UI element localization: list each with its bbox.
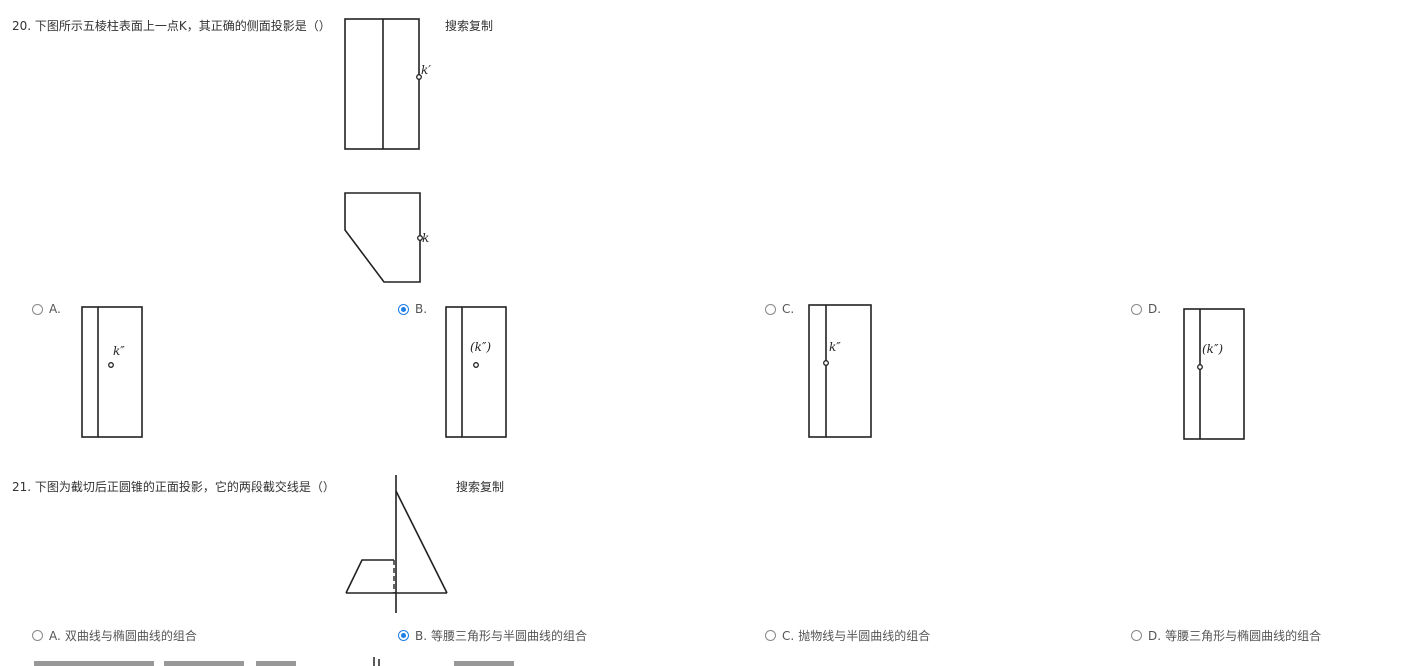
question-20-prompt: 20. 下图所示五棱柱表面上一点K，其正确的侧面投影是（） <box>12 19 331 33</box>
q20-option-b-radio[interactable] <box>398 303 409 315</box>
q20-option-c-point-label: k″ <box>829 340 841 354</box>
q20-option-d-label: D. <box>1148 302 1162 316</box>
q20-option-b-figure: (k″) <box>445 306 507 438</box>
q20-front-label: k′ <box>421 63 431 77</box>
q21-option-b-radio[interactable] <box>398 630 409 641</box>
q21-option-a-label: A. <box>49 628 61 643</box>
q20-option-c-radio[interactable] <box>765 303 776 315</box>
q20-option-b[interactable]: B. <box>398 302 427 316</box>
q20-top-point-k <box>417 235 423 241</box>
q20-top-label: k <box>422 231 429 245</box>
q20-option-a-radio[interactable] <box>32 303 43 315</box>
q20-option-a[interactable]: A. <box>32 302 61 316</box>
q21-option-a-text: 双曲线与椭圆曲线的组合 <box>64 629 197 643</box>
q21-option-d-radio[interactable] <box>1131 630 1142 641</box>
q20-option-b-label: B. <box>415 302 428 316</box>
q20-option-a-point-label: k″ <box>113 344 125 358</box>
q21-option-b-label: B. <box>415 628 428 643</box>
question-20-search-copy-button[interactable]: 搜索复制 <box>445 19 494 33</box>
q21-option-a[interactable]: A. 双曲线与椭圆曲线的组合 <box>32 627 197 644</box>
q21-option-a-radio[interactable] <box>32 630 43 641</box>
q20-option-d-point-label: (k″) <box>1202 342 1223 356</box>
q20-option-a-figure: k″ <box>81 306 143 438</box>
q20-front-view-figure: k′ <box>344 18 431 150</box>
q21-option-d[interactable]: D. 等腰三角形与椭圆曲线的组合 <box>1131 627 1321 644</box>
q20-option-d-radio[interactable] <box>1131 303 1142 315</box>
q20-option-d[interactable]: D. <box>1131 302 1161 316</box>
q21-option-c-text: 抛物线与半圆曲线的组合 <box>798 629 931 643</box>
q21-option-d-label: D. <box>1148 628 1162 643</box>
q21-option-b[interactable]: B. 等腰三角形与半圆曲线的组合 <box>398 627 587 644</box>
q20-option-c-label: C. <box>782 302 795 316</box>
q21-cone-front-view-figure <box>345 475 448 613</box>
q20-option-c-figure: k″ <box>808 304 872 438</box>
q21-option-c[interactable]: C. 抛物线与半圆曲线的组合 <box>765 627 930 644</box>
q21-option-c-label: C. <box>782 628 795 643</box>
q21-cut-outline <box>345 559 394 594</box>
question-21-prompt: 21. 下图为截切后正圆锥的正面投影，它的两段截交线是（） <box>12 480 335 494</box>
q20-option-d-figure: (k″) <box>1183 308 1245 440</box>
q20-option-b-point-label: (k″) <box>470 340 491 354</box>
question-21-search-copy-button[interactable]: 搜索复制 <box>456 480 505 494</box>
q21-option-b-text: 等腰三角形与半圆曲线的组合 <box>431 629 588 643</box>
q21-option-d-text: 等腰三角形与椭圆曲线的组合 <box>1165 629 1322 643</box>
q20-front-point-k <box>416 74 422 80</box>
q20-top-outline <box>344 192 421 283</box>
q20-front-outline <box>344 18 420 150</box>
q20-option-c[interactable]: C. <box>765 302 794 316</box>
q21-cone-slant <box>395 490 448 594</box>
q21-option-c-radio[interactable] <box>765 630 776 641</box>
q20-top-view-figure: k <box>344 192 429 283</box>
q20-option-a-label: A. <box>49 302 61 316</box>
